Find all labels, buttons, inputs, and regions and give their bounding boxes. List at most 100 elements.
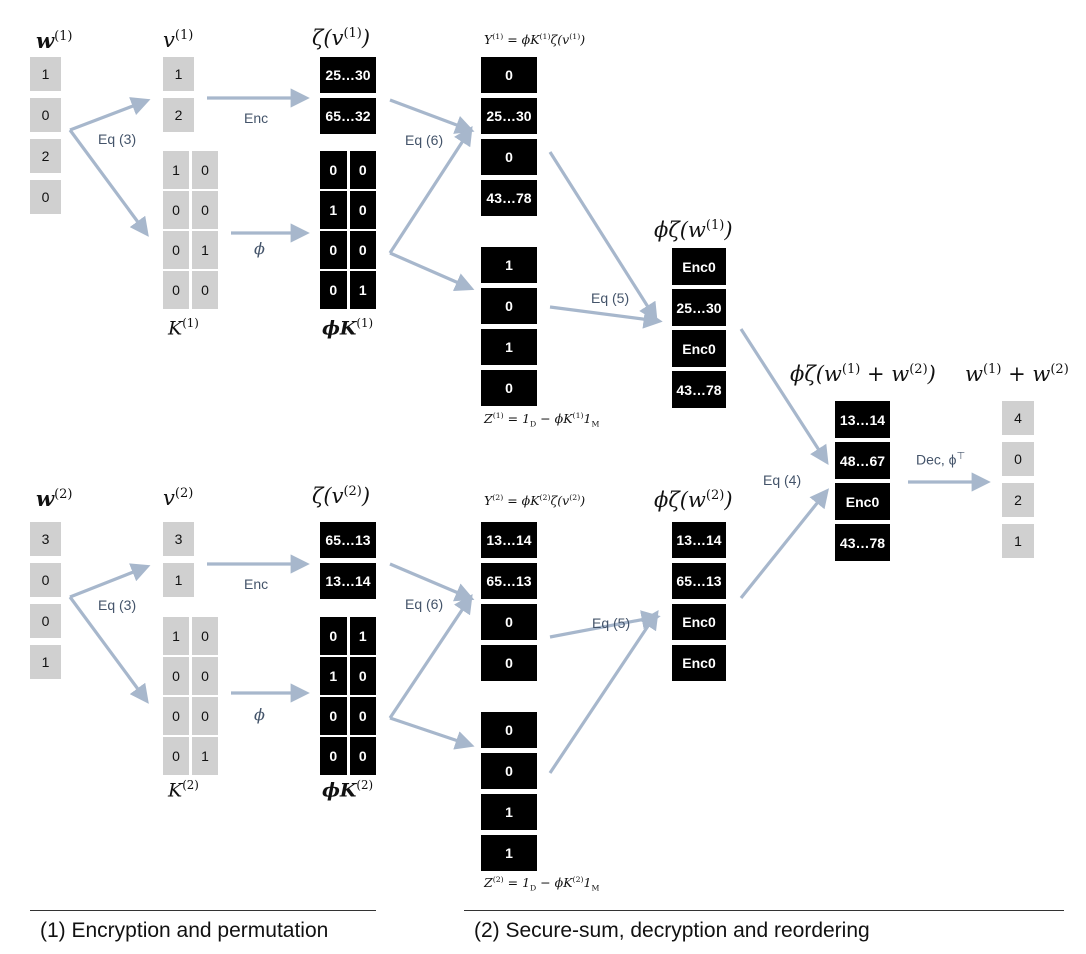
cell-pk2-r0-c0: 0	[320, 617, 347, 655]
cell-v2-r0: 3	[163, 522, 194, 556]
footer-caption-secure-sum: (2) Secure-sum, decryption and reorderin…	[474, 919, 870, 942]
cell-k2-r1-c1: 0	[192, 657, 218, 695]
cell-pzw1-r0: Enc0	[672, 248, 726, 285]
cell-pk1-r2-c0: 0	[320, 231, 347, 269]
cell-k1-r2-c0: 0	[163, 231, 189, 269]
label-phi-k2: ϕK(2)	[322, 778, 374, 802]
cell-pk2-r3-c0: 0	[320, 737, 347, 775]
cell-k1-r0-c1: 0	[192, 151, 218, 189]
cell-z2-r2: 1	[481, 794, 537, 830]
arrow-z2-to-pzw2	[548, 610, 659, 774]
cell-y2-r2: 0	[481, 604, 537, 640]
arrow-pzw2-to-sum	[739, 488, 830, 600]
cell-wsum-r2: 2	[1002, 483, 1034, 517]
cell-w1-r2: 2	[30, 139, 61, 173]
edge-label-phi-bottom: ϕ	[254, 705, 265, 724]
cell-pk1-r1-c0: 1	[320, 191, 347, 229]
cell-w1-r1: 0	[30, 98, 61, 132]
cell-w1-r3: 0	[30, 180, 61, 214]
edge-label-eq5-top: Eq (5)	[591, 290, 630, 306]
arrow-w1-to-v1	[69, 97, 151, 132]
cell-pk1-r3-c1: 1	[349, 271, 376, 309]
label-phi-zeta-sum: ϕζ(w(1) + w(2))	[790, 362, 936, 386]
cell-w1-r0: 1	[30, 57, 61, 91]
arrow-z1-to-pzw1	[549, 305, 663, 329]
label-phi-zeta-w2: ϕζ(w(2))	[654, 488, 733, 512]
edge-label-eq3-top: Eq (3)	[98, 131, 137, 147]
label-phi-zeta-w1: ϕζ(w(1))	[654, 218, 733, 242]
label-v2: v(2)	[163, 486, 194, 510]
cell-k2-r1-c0: 0	[163, 657, 189, 695]
cell-pzsum-r1: 48…67	[835, 442, 890, 479]
label-z1-equation: Z(1) = 1D − ϕK(1)1M	[484, 411, 600, 429]
arrow-pk2-to-y2	[388, 594, 473, 719]
cell-pzsum-r2: Enc0	[835, 483, 890, 520]
cell-pk1-r3-c0: 0	[320, 271, 347, 309]
cell-k1-r3-c1: 0	[192, 271, 218, 309]
edge-label-eq3-bottom: Eq (3)	[98, 597, 137, 613]
arrow-w2-to-v2	[69, 563, 151, 599]
cell-pk2-r2-c0: 0	[320, 697, 347, 735]
cell-y1-r1: 25…30	[481, 98, 537, 134]
cell-y2-r3: 0	[481, 645, 537, 681]
label-k2: K(2)	[168, 778, 199, 802]
cell-y1-r2: 0	[481, 139, 537, 175]
arrow-w2-to-k2	[68, 596, 149, 704]
cell-zv1-r1: 65…32	[320, 98, 376, 134]
arrow-y1-to-pzw1	[548, 151, 658, 323]
label-v1: v(1)	[163, 28, 194, 52]
footer-rule-right	[464, 910, 1064, 911]
edge-label-eq6-bottom: Eq (6)	[405, 596, 444, 612]
arrow-pk1-to-z1	[389, 251, 475, 292]
cell-z2-r1: 0	[481, 753, 537, 789]
cell-pzw1-r2: Enc0	[672, 330, 726, 367]
cell-pk2-r2-c1: 0	[349, 697, 376, 735]
cell-k1-r1-c0: 0	[163, 191, 189, 229]
cell-pk2-r1-c0: 1	[320, 657, 347, 695]
cell-k2-r0-c1: 0	[192, 617, 218, 655]
cell-k1-r3-c0: 0	[163, 271, 189, 309]
cell-pzw2-r3: Enc0	[672, 645, 726, 681]
cell-k2-r0-c0: 1	[163, 617, 189, 655]
cell-pk2-r3-c1: 0	[349, 737, 376, 775]
cell-k2-r3-c1: 1	[192, 737, 218, 775]
cell-v1-r1: 2	[163, 98, 194, 132]
label-w2: w(2)	[36, 486, 73, 511]
cell-z1-r1: 0	[481, 288, 537, 324]
cell-pk2-r0-c1: 1	[349, 617, 376, 655]
cell-pzw1-r3: 43…78	[672, 371, 726, 408]
cell-zv2-r0: 65…13	[320, 522, 376, 558]
cell-v2-r1: 1	[163, 563, 194, 597]
cell-pzw2-r0: 13…14	[672, 522, 726, 558]
cell-w2-r1: 0	[30, 563, 61, 597]
cell-pk1-r0-c1: 0	[349, 151, 376, 189]
cell-w2-r3: 1	[30, 645, 61, 679]
cell-w2-r0: 3	[30, 522, 61, 556]
cell-v1-r0: 1	[163, 57, 194, 91]
cell-wsum-r0: 4	[1002, 401, 1034, 435]
cell-z2-r3: 1	[481, 835, 537, 871]
edge-label-enc-top: Enc	[244, 110, 269, 126]
label-z2-equation: Z(2) = 1D − ϕK(2)1M	[484, 875, 600, 893]
cell-y1-r0: 0	[481, 57, 537, 93]
arrow-w1-to-k1	[68, 129, 149, 237]
cell-wsum-r1: 0	[1002, 442, 1034, 476]
cell-k2-r2-c0: 0	[163, 697, 189, 735]
arrow-zv1-to-y1	[389, 98, 475, 134]
label-zeta-v1: ζ(v(1))	[312, 26, 371, 50]
label-y1-equation: Y(1) = ϕK(1)ζ(v(1))	[484, 32, 586, 48]
footer-caption-encryption: (1) Encryption and permutation	[40, 919, 329, 942]
cell-z1-r2: 1	[481, 329, 537, 365]
arrow-y2-to-pzw2	[549, 610, 661, 639]
cell-pzw1-r1: 25…30	[672, 289, 726, 326]
cell-wsum-r3: 1	[1002, 524, 1034, 558]
edge-label-eq6-top: Eq (6)	[405, 132, 444, 148]
cell-k1-r0-c0: 1	[163, 151, 189, 189]
cell-y2-r0: 13…14	[481, 522, 537, 558]
cell-pzsum-r3: 43…78	[835, 524, 890, 561]
cell-k2-r2-c1: 0	[192, 697, 218, 735]
label-k1: K(1)	[168, 316, 199, 340]
cell-pzw2-r2: Enc0	[672, 604, 726, 640]
